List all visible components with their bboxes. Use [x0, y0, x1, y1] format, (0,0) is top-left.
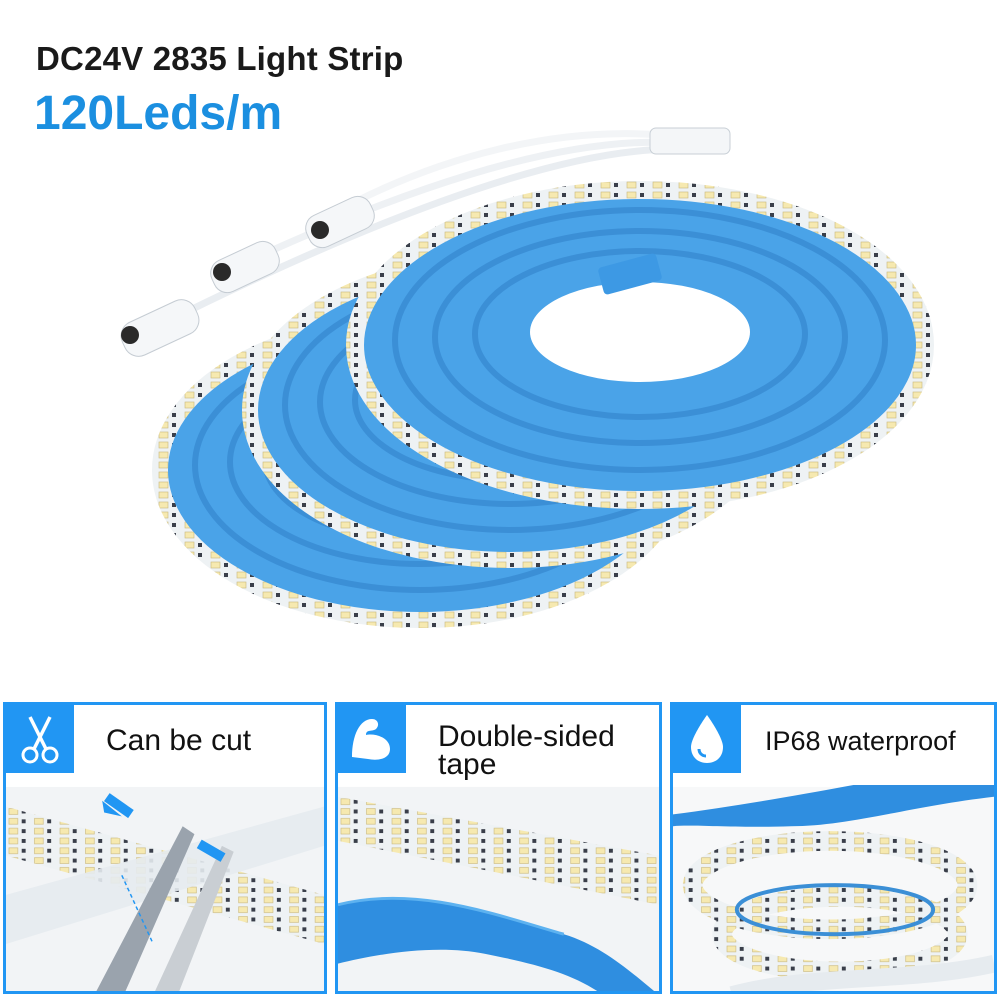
feature-panel-waterproof: IP68 waterproof	[670, 702, 997, 994]
waterproof-strip-photo	[673, 785, 994, 991]
feature-panel-cut: Can be cut	[3, 702, 327, 994]
cut-strip-photo	[6, 786, 324, 991]
tape-strip-photo	[338, 786, 659, 991]
dc-connector	[305, 195, 375, 249]
water-drop-icon	[673, 705, 741, 773]
scissors-icon	[6, 705, 74, 773]
feature-panel-tape: Double-sided tape	[335, 702, 662, 994]
led-strip-reels-image	[120, 127, 934, 628]
product-title: DC24V 2835 Light Strip	[36, 40, 404, 77]
flexed-arm-icon	[338, 705, 406, 773]
dc-connector	[210, 240, 280, 294]
feature-label: IP68 waterproof	[765, 726, 956, 756]
feature-label: Can be cut	[106, 724, 252, 757]
product-subtitle: 120Leds/m	[34, 87, 283, 140]
feature-label: Double-sided tape	[438, 720, 615, 781]
led-reel	[346, 181, 934, 509]
dc-connector	[120, 299, 200, 357]
